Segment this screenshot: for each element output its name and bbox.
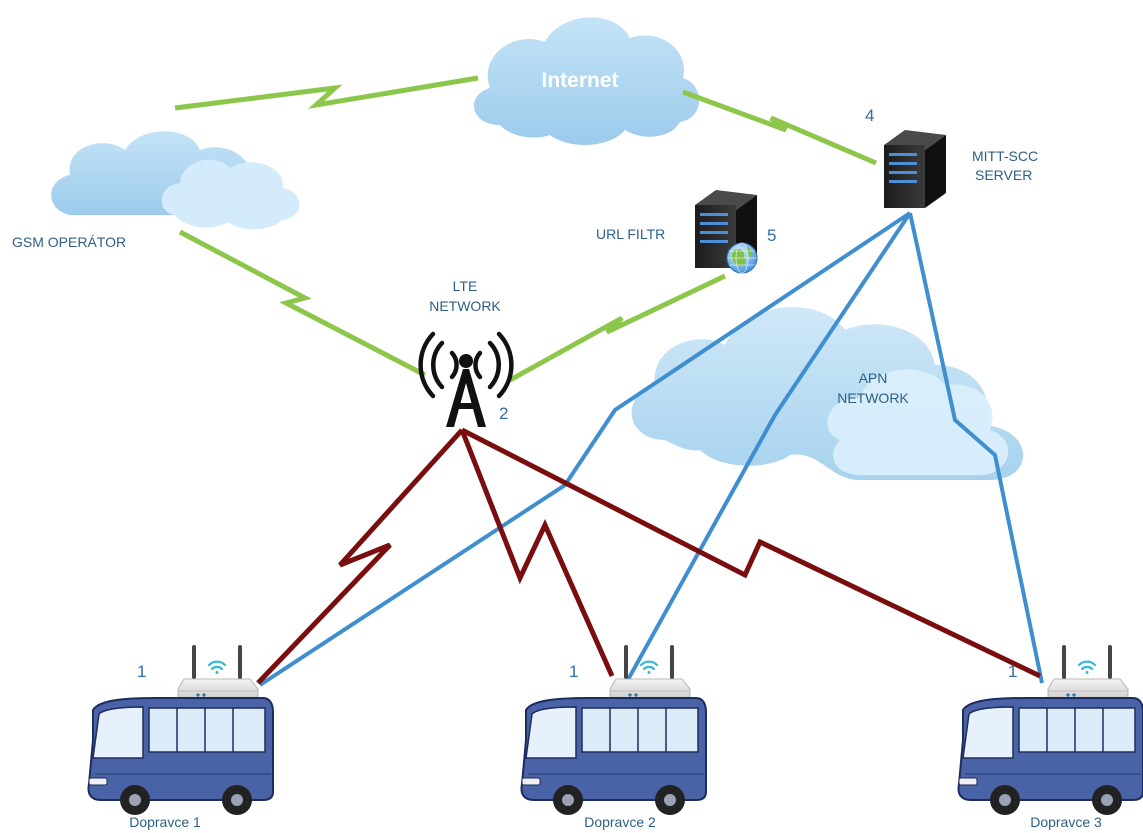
gsm-operator-label: GSM OPERÁTOR	[12, 234, 126, 250]
bus-3-number: 1	[1008, 662, 1017, 681]
link-server-bus2	[623, 211, 912, 686]
wifi-icon	[639, 660, 659, 674]
link-internet-server	[682, 89, 877, 166]
apn-network-label-line2: NETWORK	[837, 390, 909, 406]
bus-2-number: 1	[569, 662, 578, 681]
router-icon	[177, 645, 259, 702]
internet-label: Internet	[541, 69, 618, 92]
url-filter-number: 5	[767, 226, 776, 245]
bus-icon	[520, 697, 707, 815]
router-icon	[609, 645, 691, 702]
lte-network-label-line2: NETWORK	[429, 298, 501, 314]
router-icon	[1047, 645, 1129, 702]
red-links	[256, 427, 1042, 685]
link-lte-urlfilter	[508, 273, 727, 383]
server-label-line1: MITT-SCC	[972, 148, 1038, 164]
bus-icon	[957, 697, 1143, 815]
link-gsm-internet	[174, 75, 479, 111]
bus-2-label: Dopravce 2	[584, 814, 656, 830]
url-filter-label: URL FILTR	[596, 226, 665, 242]
globe-icon	[726, 242, 758, 274]
link-gsm-lte	[178, 229, 427, 378]
link-lte-bus2	[459, 429, 615, 678]
bus-1-label: Dopravce 1	[129, 814, 201, 830]
lte-network-label-line1: LTE	[453, 278, 478, 294]
link-server-bus3	[908, 212, 1044, 684]
apn-network-label-line1: APN	[859, 370, 888, 386]
lte-network-number: 2	[499, 404, 508, 423]
server-label-line2: SERVER	[975, 167, 1032, 183]
internet-cloud	[473, 17, 700, 146]
bus-icon	[87, 697, 274, 815]
link-server-bus1	[258, 211, 912, 687]
bus-3-label: Dopravce 3	[1030, 814, 1102, 830]
gsm-operator-cloud	[51, 131, 300, 230]
wifi-icon	[1077, 660, 1097, 674]
link-lte-bus1	[256, 428, 464, 685]
wifi-icon	[207, 660, 227, 674]
blue-links	[258, 211, 1044, 687]
green-links	[174, 75, 877, 383]
bus-1-number: 1	[137, 662, 146, 681]
apn-network-cloud	[631, 307, 1024, 480]
server-number: 4	[865, 106, 874, 125]
link-lte-bus3	[460, 427, 1042, 679]
mitt-scc-server-icon	[884, 130, 946, 208]
lte-tower-icon	[418, 331, 514, 427]
